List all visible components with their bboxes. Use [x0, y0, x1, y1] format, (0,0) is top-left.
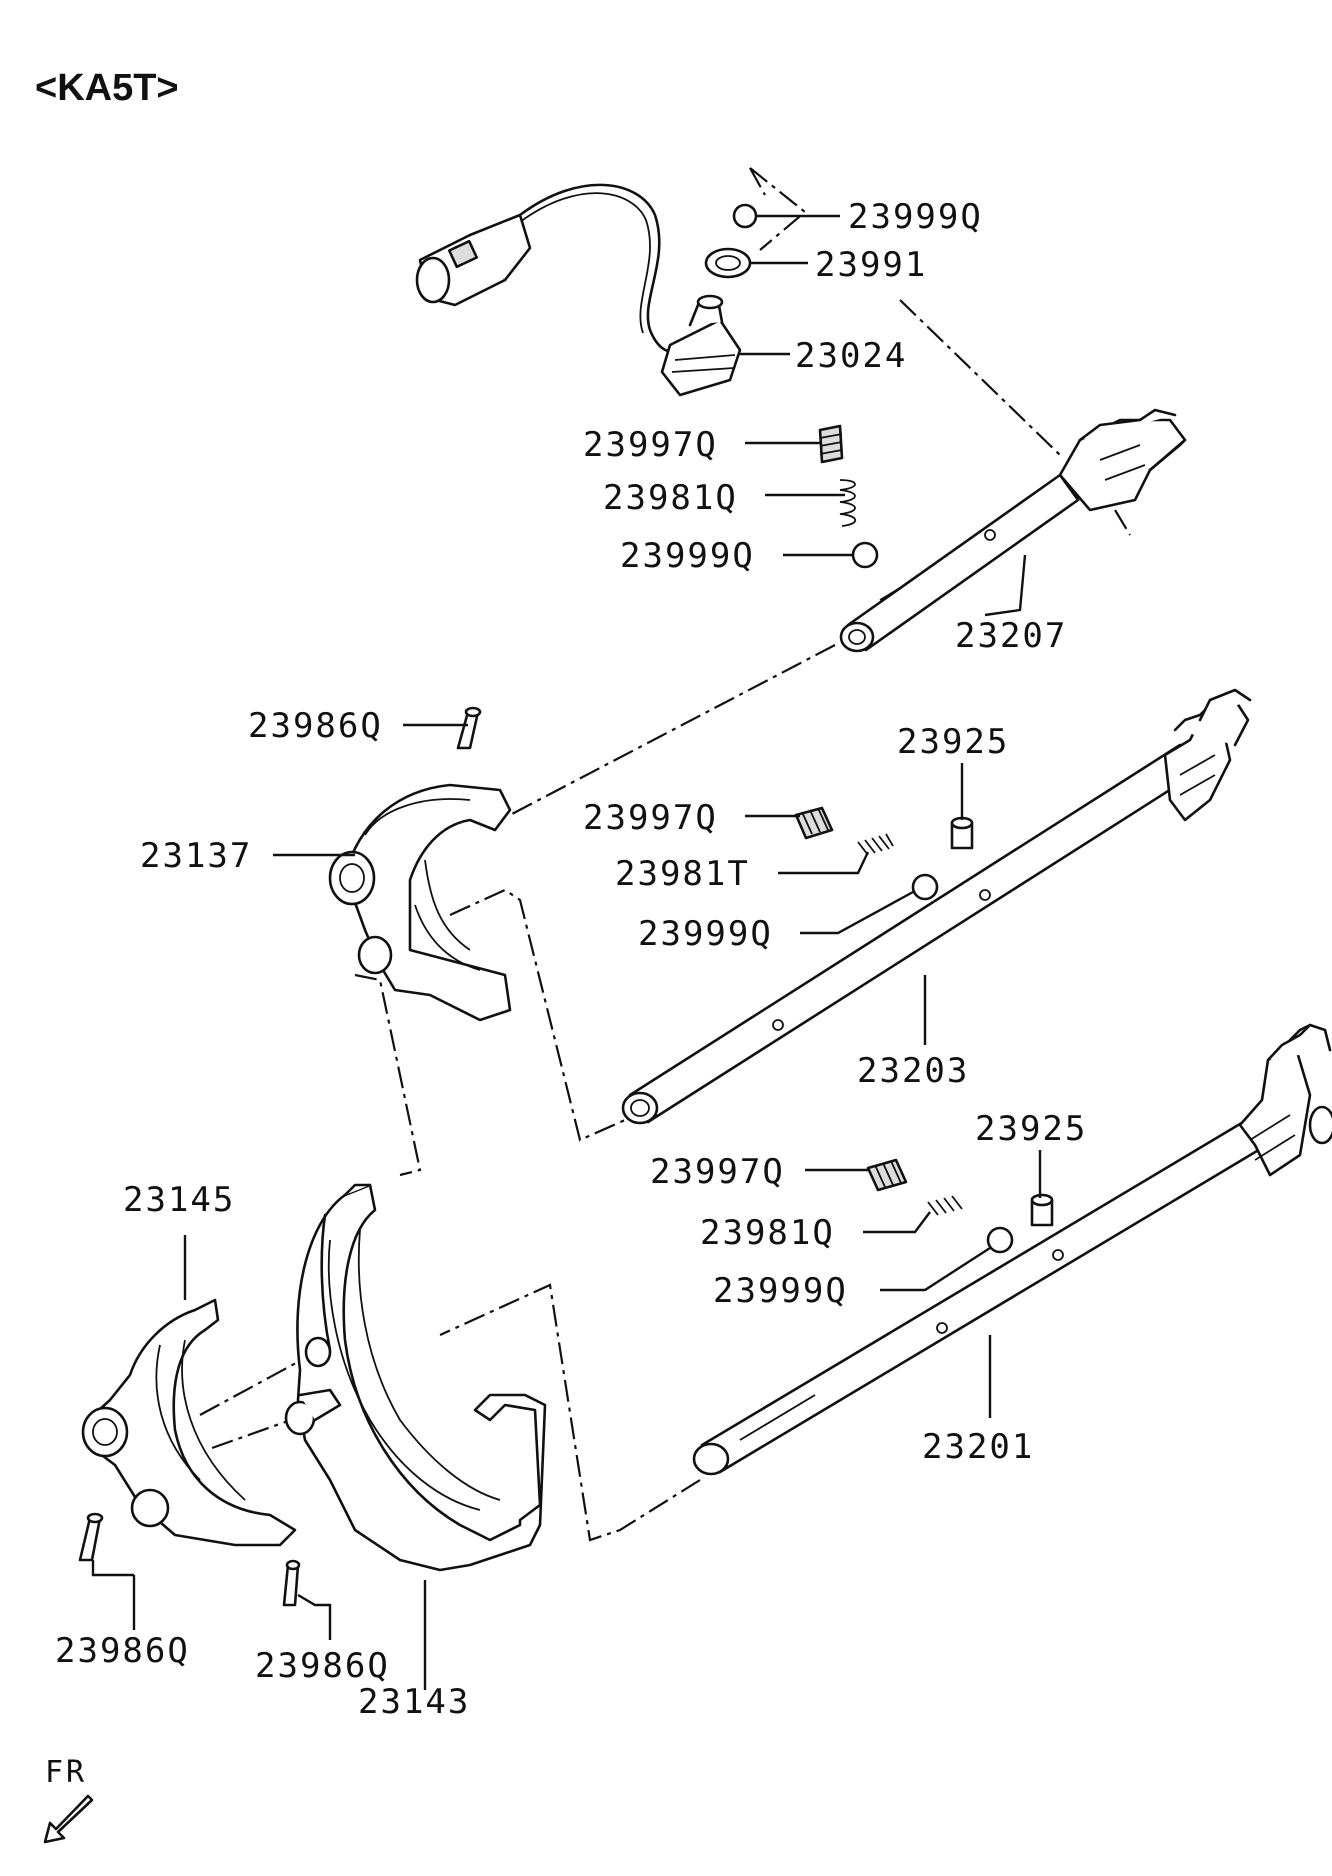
label-23145: 23145: [123, 1180, 235, 1220]
spring-23997Q-lower: [866, 1158, 908, 1192]
shift-fork-23145: [81, 1298, 297, 1547]
label-23981T: 23981T: [615, 854, 750, 894]
label-23201: 23201: [922, 1427, 1034, 1467]
label-23997Q-c: 23997Q: [650, 1152, 785, 1192]
ball-23999Q-top: [732, 203, 758, 229]
label-23925-a: 23925: [897, 722, 1009, 762]
pin-23986Q-upper: [456, 706, 482, 750]
label-23999Q-d: 23999Q: [713, 1271, 848, 1311]
ball-23999Q-fourth: [986, 1226, 1014, 1254]
spring-23981Q-lower: [927, 1195, 963, 1216]
ball-23999Q-third: [911, 873, 939, 901]
label-23203: 23203: [857, 1051, 969, 1091]
ball-23999Q-second: [851, 541, 879, 569]
label-23207: 23207: [955, 616, 1067, 656]
spring-23997Q-mid: [794, 806, 834, 840]
plug-23925-lower: [1030, 1193, 1054, 1227]
label-23997Q-b: 23997Q: [583, 798, 718, 838]
label-23991: 23991: [815, 245, 927, 285]
label-23024: 23024: [795, 336, 907, 376]
shift-rail-23203: [621, 688, 1252, 1125]
label-23925-b: 23925: [975, 1109, 1087, 1149]
label-23981Q-a: 23981Q: [603, 478, 738, 518]
label-23999Q-a: 23999Q: [848, 197, 983, 237]
label-23997Q-a: 23997Q: [583, 425, 718, 465]
gasket-23991: [704, 247, 752, 279]
front-direction-label: FR: [45, 1755, 87, 1790]
spring-23997Q-upper: [818, 424, 844, 464]
shift-rail-23201: [692, 1023, 1332, 1476]
spring-23981T: [857, 833, 894, 856]
label-23981Q-b: 23981Q: [700, 1213, 835, 1253]
label-23999Q-b: 23999Q: [620, 536, 755, 576]
pin-23986Q-right: [282, 1559, 301, 1607]
label-23143: 23143: [358, 1682, 470, 1722]
diagram-title: <KA5T>: [35, 67, 179, 109]
shift-fork-23143: [284, 1183, 547, 1572]
shift-fork-23137: [328, 783, 512, 1022]
pin-23986Q-left: [78, 1512, 104, 1562]
sensor-harness-23024: [415, 183, 742, 397]
label-23986Q-b: 23986Q: [55, 1631, 190, 1671]
spring-23981Q-upper: [839, 479, 857, 527]
shift-rail-23207: [839, 408, 1187, 653]
label-23986Q-a: 23986Q: [248, 706, 383, 746]
label-23986Q-c: 23986Q: [255, 1646, 390, 1686]
leader-lines: [91, 214, 1042, 1690]
label-23999Q-c: 23999Q: [638, 914, 773, 954]
plug-23925-upper: [950, 816, 974, 850]
label-23137: 23137: [140, 836, 252, 876]
front-arrow-icon: [43, 1794, 94, 1844]
